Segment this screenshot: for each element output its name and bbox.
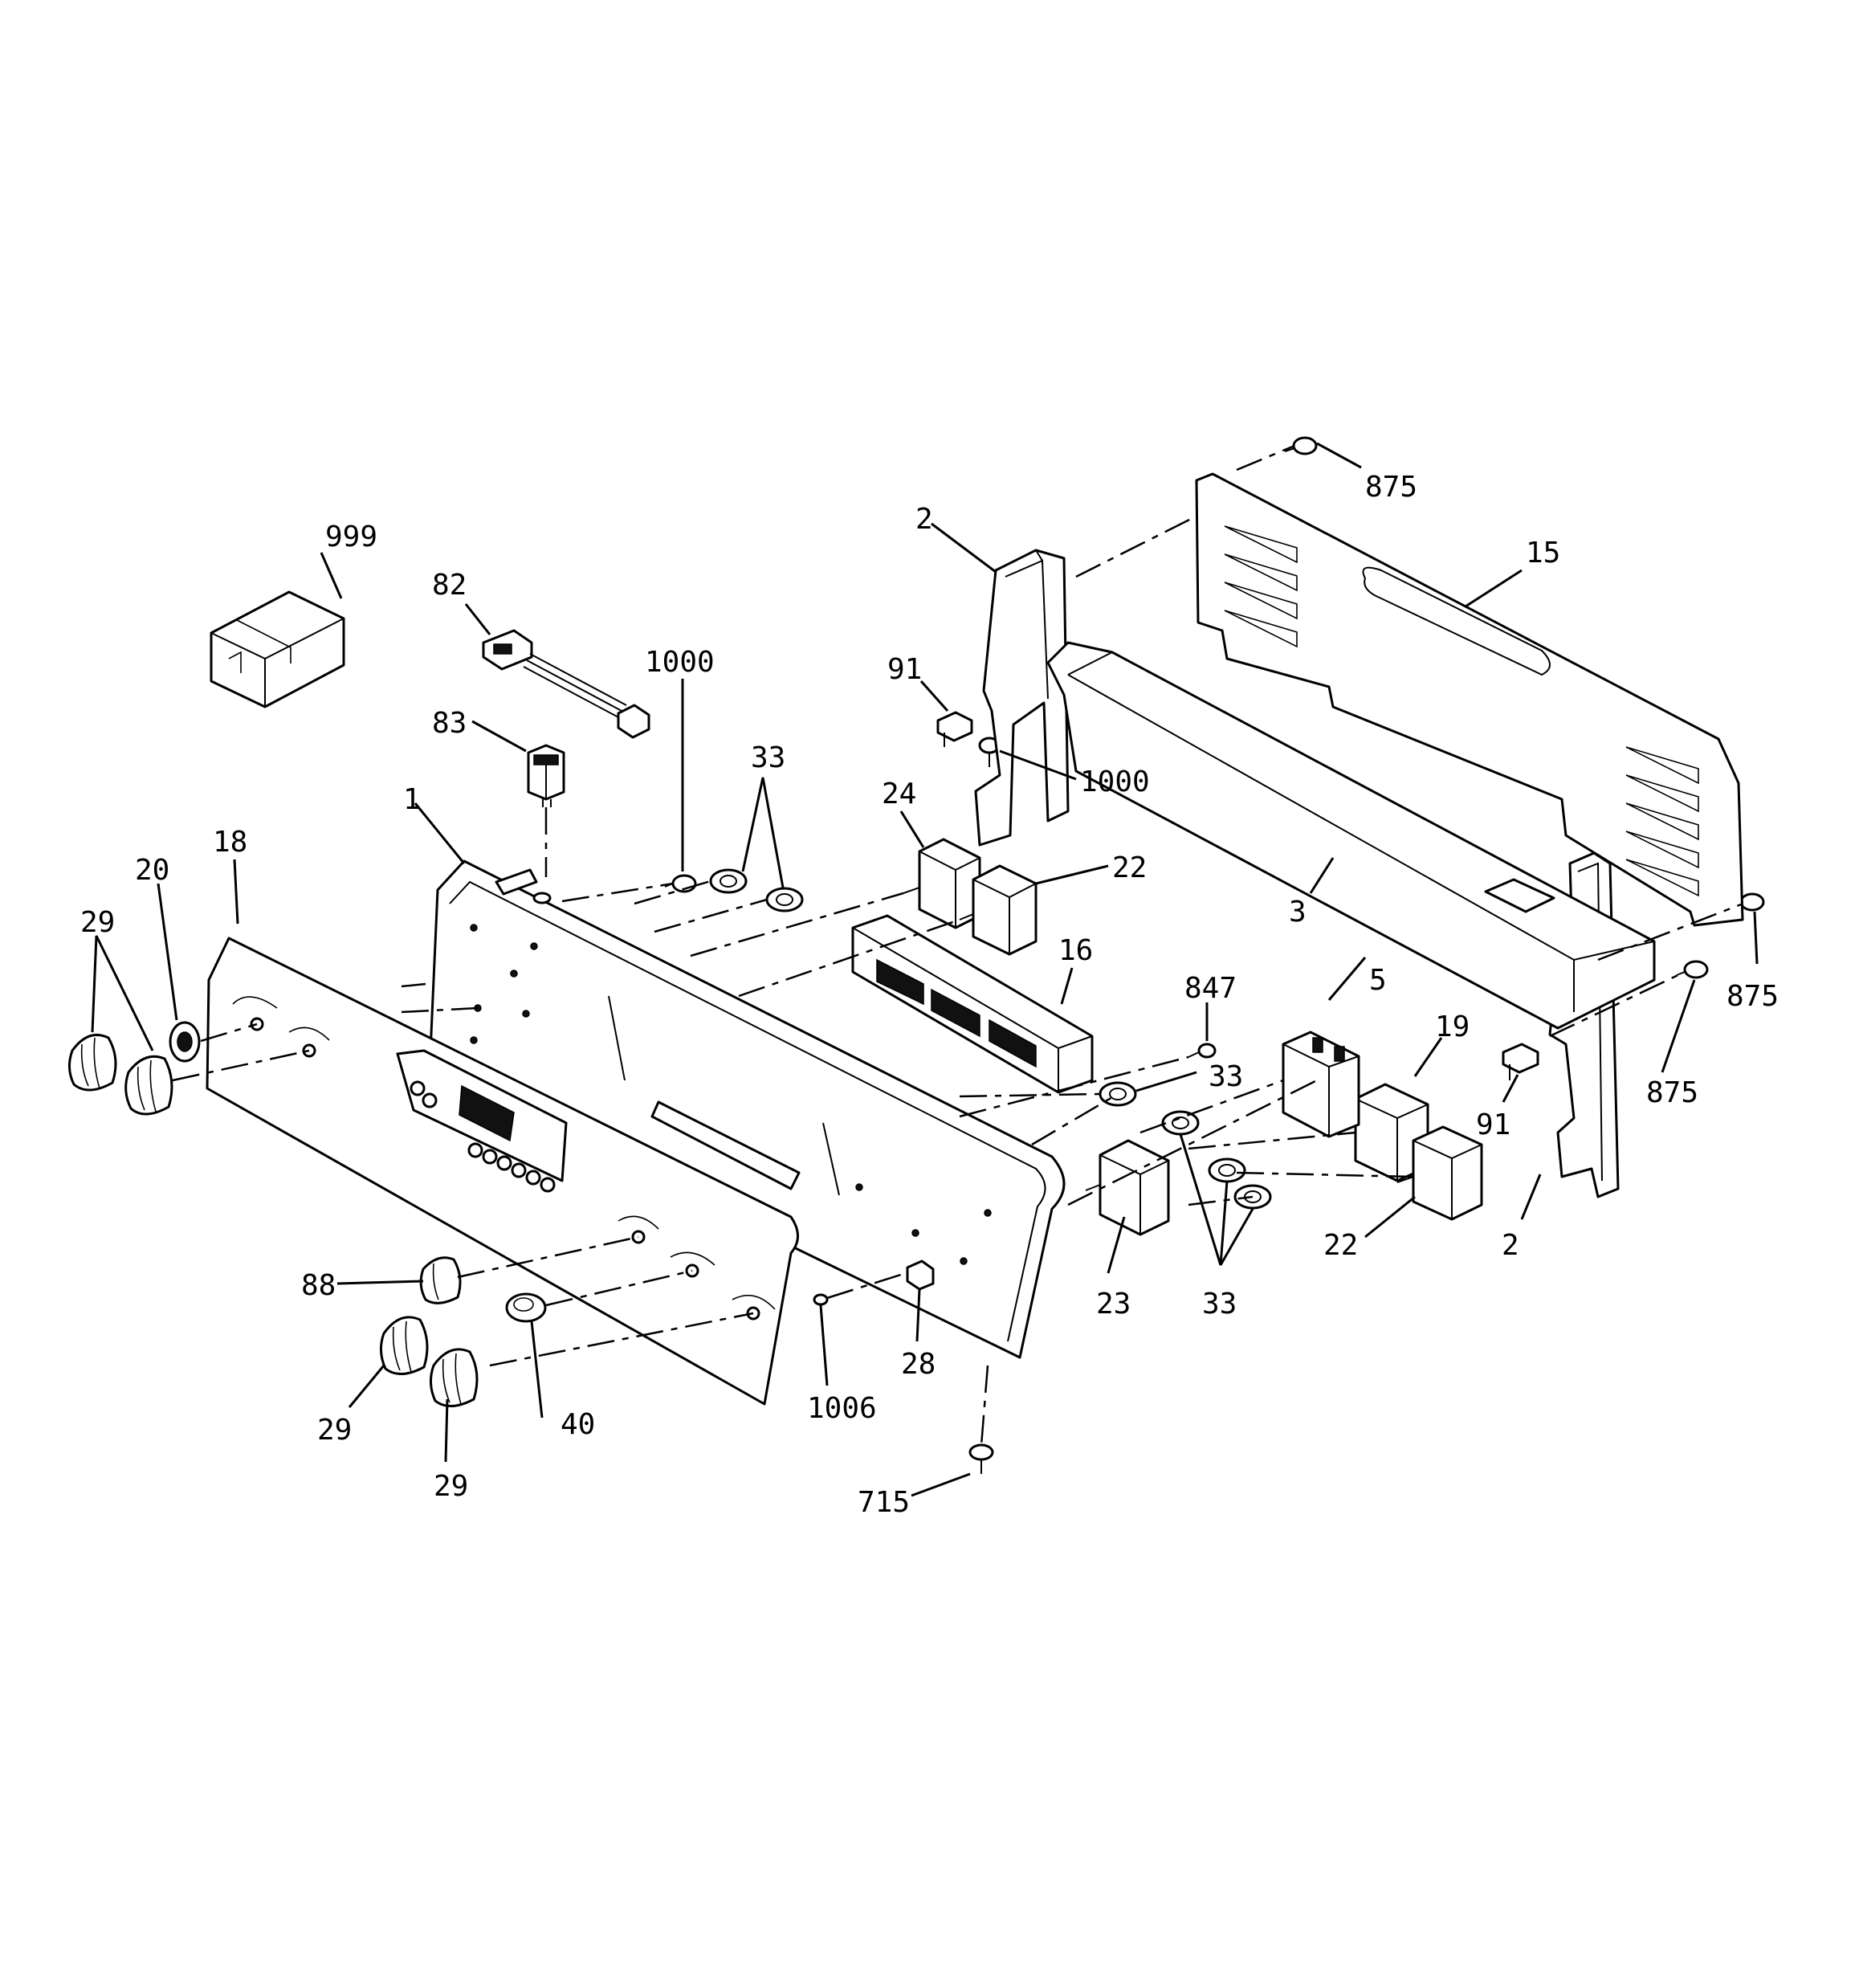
callout-23: 23 <box>1096 1288 1131 1321</box>
callout-91-right: 91 <box>1476 1108 1510 1141</box>
callout-20: 20 <box>135 854 169 887</box>
part-15-rear-panel <box>1195 472 1744 927</box>
part-29-knob-a <box>68 1034 117 1092</box>
callout-875-right: 875 <box>1726 980 1779 1013</box>
part-5-switch <box>1282 1031 1360 1138</box>
part-33-adapters-upper <box>709 868 804 912</box>
callout-29-a: 29 <box>80 906 115 939</box>
part-29-knob-d <box>430 1348 479 1407</box>
part-83-switch <box>527 744 565 807</box>
assembly-lines <box>172 444 1742 1447</box>
part-1-control-panel <box>428 859 1066 1359</box>
callout-33-upper: 33 <box>751 741 785 774</box>
callout-83: 83 <box>432 707 467 740</box>
callout-999: 999 <box>325 520 377 553</box>
leader-lines <box>91 442 1759 1497</box>
callout-5: 5 <box>1369 964 1387 997</box>
callout-82: 82 <box>432 569 467 602</box>
callout-2-left: 2 <box>915 503 933 536</box>
part-22-infinite-switch-lower <box>1396 1125 1483 1221</box>
callout-16: 16 <box>1058 934 1093 967</box>
part-16-electronic-control <box>851 914 1094 1094</box>
callout-15: 15 <box>1526 537 1560 569</box>
part-40-knob <box>505 1292 547 1323</box>
part-91-bracket-right <box>1502 1043 1539 1080</box>
part-24-infinite-switch <box>903 838 981 929</box>
callout-33-lower: 33 <box>1202 1288 1237 1321</box>
callout-29-b: 29 <box>317 1414 352 1447</box>
callout-875-top: 875 <box>1365 471 1417 504</box>
callout-1000-rear: 1000 <box>1080 765 1150 798</box>
callout-1: 1 <box>403 783 421 816</box>
callout-29-c: 29 <box>434 1470 468 1503</box>
part-20-adapter <box>169 1021 201 1063</box>
part-88-knob <box>419 1256 462 1304</box>
callout-28: 28 <box>901 1348 936 1381</box>
callout-3: 3 <box>1289 896 1307 929</box>
part-29-knob-c <box>380 1316 429 1375</box>
callout-33-mid: 33 <box>1209 1060 1243 1093</box>
part-875-screw-lower <box>1676 960 1709 979</box>
callout-19: 19 <box>1435 1010 1470 1043</box>
callout-875-lower: 875 <box>1646 1076 1698 1109</box>
callout-91-left: 91 <box>887 653 922 686</box>
part-28-indicator-lamp <box>906 1259 935 1291</box>
callout-18: 18 <box>213 826 247 859</box>
callout-715: 715 <box>858 1486 910 1519</box>
callout-24: 24 <box>882 778 916 810</box>
callout-847: 847 <box>1184 972 1237 1005</box>
part-2-end-cap-left <box>974 549 1070 847</box>
part-22-infinite-switch-upper <box>959 864 1037 956</box>
part-91-bracket-left <box>936 711 973 747</box>
part-29-knob-b <box>124 1055 173 1116</box>
part-847-screw <box>1188 1043 1217 1059</box>
part-1006-screw <box>813 1293 829 1306</box>
part-23-infinite-switch <box>1085 1139 1170 1236</box>
part-715-screw <box>968 1443 994 1474</box>
callout-22-lower: 22 <box>1323 1229 1358 1262</box>
part-999-literature-box <box>210 590 345 708</box>
callout-1000-front: 1000 <box>645 646 715 679</box>
part-33-adapters-lower <box>1161 1110 1272 1210</box>
part-82-wire-harness <box>482 629 650 739</box>
callout-1006: 1006 <box>807 1392 877 1425</box>
part-875-screw-top <box>1284 436 1318 455</box>
part-3-vent-trim <box>1046 641 1656 1030</box>
callout-2-right: 2 <box>1502 1229 1519 1262</box>
callout-labels: 999 82 1000 83 33 24 1 18 20 29 2 91 100… <box>80 471 1779 1519</box>
callout-22-upper: 22 <box>1112 851 1147 884</box>
callout-40: 40 <box>561 1408 595 1441</box>
callout-88: 88 <box>301 1269 336 1302</box>
